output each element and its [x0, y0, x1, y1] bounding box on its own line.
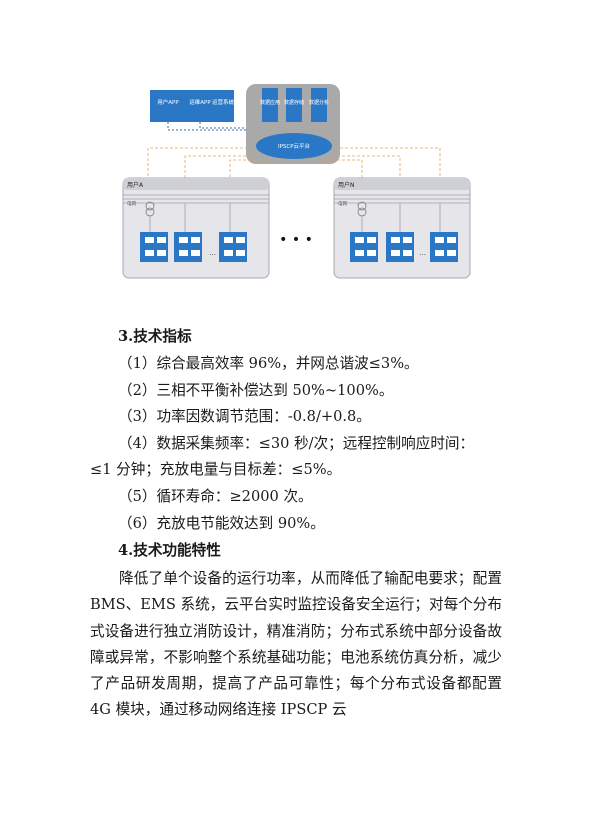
user-a-label: 用户A: [127, 181, 144, 189]
spec-item-1: （1）综合最高效率 96%，并网总谐波≤3%。: [118, 355, 419, 372]
cloud-module-label: 数据应用: [260, 99, 280, 106]
panel-ellipsis: …: [209, 249, 216, 257]
grid-label: 电网: [338, 200, 347, 207]
spec-item-6: （6）充放电节能效达到 90%。: [118, 515, 325, 532]
spec-item-3: （3）功率因数调节范围：-0.8/+0.8。: [118, 408, 371, 425]
spec-item-5: （5）循环寿命：≥2000 次。: [118, 488, 313, 505]
grid-label: 电网: [127, 200, 136, 207]
user-n-panel: 用户N 电网 …: [333, 177, 471, 279]
cloud-module-label: 数据分析: [309, 99, 329, 106]
top-box-user-app: 用户APP: [150, 90, 186, 122]
section-4-paragraph: 降低了单个设备的运行功率，从而降低了输配电要求；配置 BMS、EMS 系统，云平…: [90, 570, 502, 719]
user-a-panel: 用户A 电网 …: [122, 177, 270, 279]
section-4-heading: 4.技术功能特性: [118, 542, 221, 559]
top-box-label: 运维APP: [189, 98, 211, 106]
section-3-heading: 3.技术指标: [118, 328, 192, 345]
user-n-label: 用户N: [338, 181, 355, 189]
top-box-label: 用户APP: [157, 98, 179, 106]
spec-item-4-continued: ≤1 分钟；充放电量与目标差：≤5%。: [90, 461, 342, 478]
users-ellipsis: • • •: [279, 232, 313, 248]
top-box-label: 运营系统: [212, 98, 235, 106]
cloud-platform: 数据应用 数据存储 数据分析 IPSCP云平台: [246, 84, 340, 164]
system-architecture-diagram: 用户APP 运维APP 运营系统 数据应用 数据存储 数据分析 IPSCP云平台…: [122, 84, 471, 279]
cloud-module-label: 数据存储: [284, 99, 304, 106]
panel-ellipsis: …: [419, 249, 426, 257]
top-box-operation-system: 运营系统: [212, 90, 235, 122]
spec-item-2: （2）三相不平衡补偿达到 50%~100%。: [118, 382, 394, 399]
spec-item-4: （4）数据采集频率：≤30 秒/次；远程控制响应时间：: [118, 435, 475, 452]
top-box-ops-app: 运维APP: [186, 90, 214, 122]
cloud-platform-label: IPSCP云平台: [278, 142, 311, 150]
